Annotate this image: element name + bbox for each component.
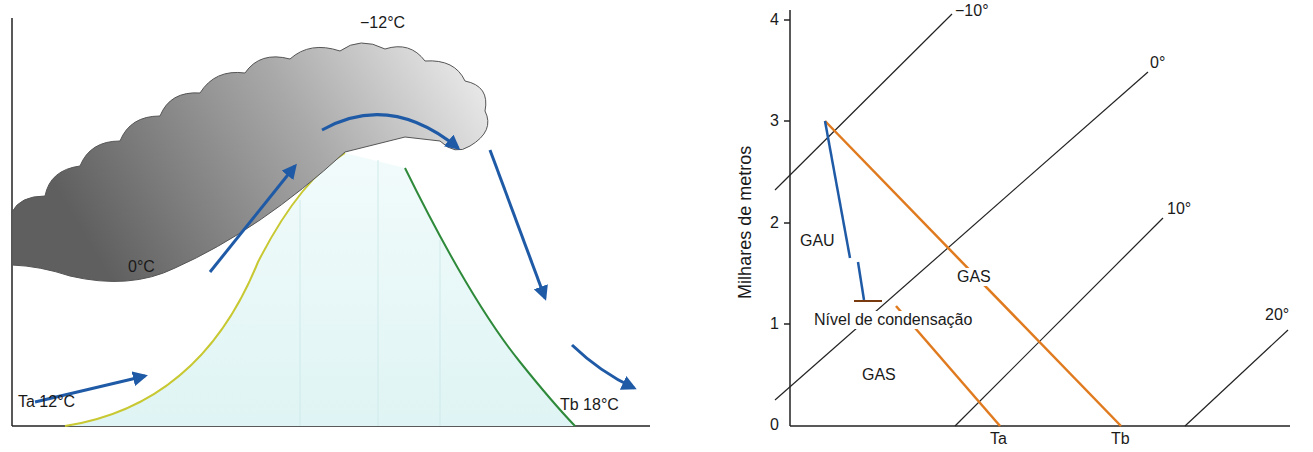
dry-adiabat xyxy=(825,121,1121,426)
cloud xyxy=(12,43,488,281)
curve-label: GAU xyxy=(798,232,837,250)
curve-label: GAS xyxy=(955,268,993,286)
isotherm xyxy=(775,14,1288,426)
isotherm-label: −10° xyxy=(955,2,989,20)
mountain-right-outline xyxy=(405,168,575,426)
wind-arrow xyxy=(35,115,634,402)
panel-frame xyxy=(12,18,650,426)
isotherm-label: 10° xyxy=(1167,200,1191,218)
axis-marker: Ta xyxy=(990,430,1007,448)
moist-adiabat xyxy=(825,121,864,300)
axis-tick: 3 xyxy=(770,112,779,130)
axis-tick: 0 xyxy=(770,416,779,434)
axis-tick: 4 xyxy=(770,11,779,29)
axis-tick: 1 xyxy=(770,315,779,333)
temperature-label: −12°C xyxy=(360,14,405,32)
axis-marker: Tb xyxy=(1111,430,1130,448)
axis-tick: 2 xyxy=(770,214,779,232)
level-label: Nível de condensação xyxy=(812,311,974,329)
isotherm-label: 0° xyxy=(1150,54,1165,72)
mountain-grid xyxy=(300,160,440,426)
isotherm-label: 20° xyxy=(1265,306,1289,324)
chart-axes xyxy=(784,10,1290,426)
temperature-label: Tb 18°C xyxy=(560,396,619,414)
temperature-label: Ta 12°C xyxy=(18,393,75,411)
temperature-label: 0°C xyxy=(128,258,155,276)
curve-label: GAS xyxy=(860,366,898,384)
axis-title: Milhares de metros xyxy=(735,146,756,299)
condensation-level-mark xyxy=(854,300,882,302)
